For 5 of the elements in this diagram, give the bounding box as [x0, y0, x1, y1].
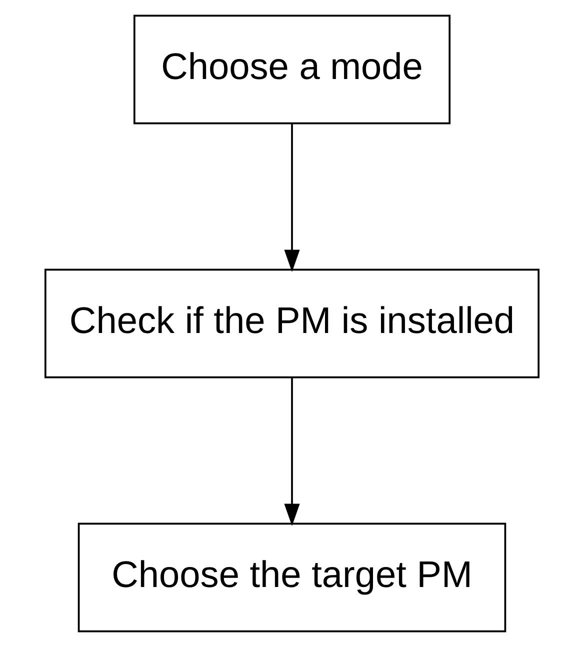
node-box: Choose the target PM	[77, 522, 506, 632]
arrow	[284, 124, 300, 272]
arrow	[284, 378, 300, 526]
node-box: Choose a mode	[132, 14, 450, 124]
node-box: Check if the PM is installed	[44, 268, 540, 378]
